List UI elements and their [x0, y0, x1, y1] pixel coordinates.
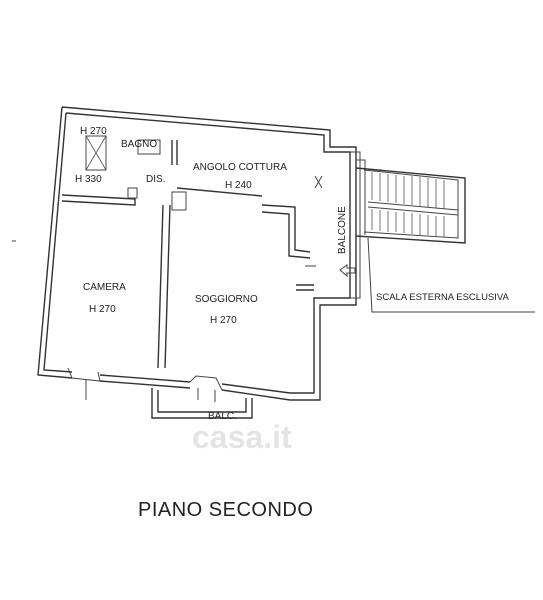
kitchenette-height: H 240	[225, 180, 252, 191]
floor-title: PIANO SECONDO	[138, 499, 313, 521]
living-room-label: SOGGIORNO	[195, 294, 258, 305]
entry-arrow-icon	[339, 264, 356, 278]
external-stairs	[355, 167, 535, 313]
interior-walls	[12, 135, 323, 402]
stairs-label: SCALA ESTERNA ESCLUSIVA	[376, 292, 510, 303]
right-balcony	[350, 151, 366, 299]
watermark: casa.it	[192, 419, 292, 455]
balcony-label: BALCONE	[337, 206, 348, 254]
outer-walls	[37, 106, 357, 401]
bathroom-label: BAGNO	[121, 139, 157, 150]
lower-balcony-label: BALC.	[208, 411, 237, 422]
bathroom-height-2: H 330	[75, 174, 102, 185]
bedroom-label: CAMERA	[83, 282, 126, 293]
living-room-height: H 270	[210, 315, 237, 326]
bathroom-height-1: H 270	[80, 126, 107, 137]
kitchenette-label: ANGOLO COTTURA	[193, 162, 287, 173]
bedroom-height: H 270	[89, 304, 116, 315]
lower-balcony	[151, 388, 253, 419]
hallway-label: DIS.	[146, 174, 165, 185]
